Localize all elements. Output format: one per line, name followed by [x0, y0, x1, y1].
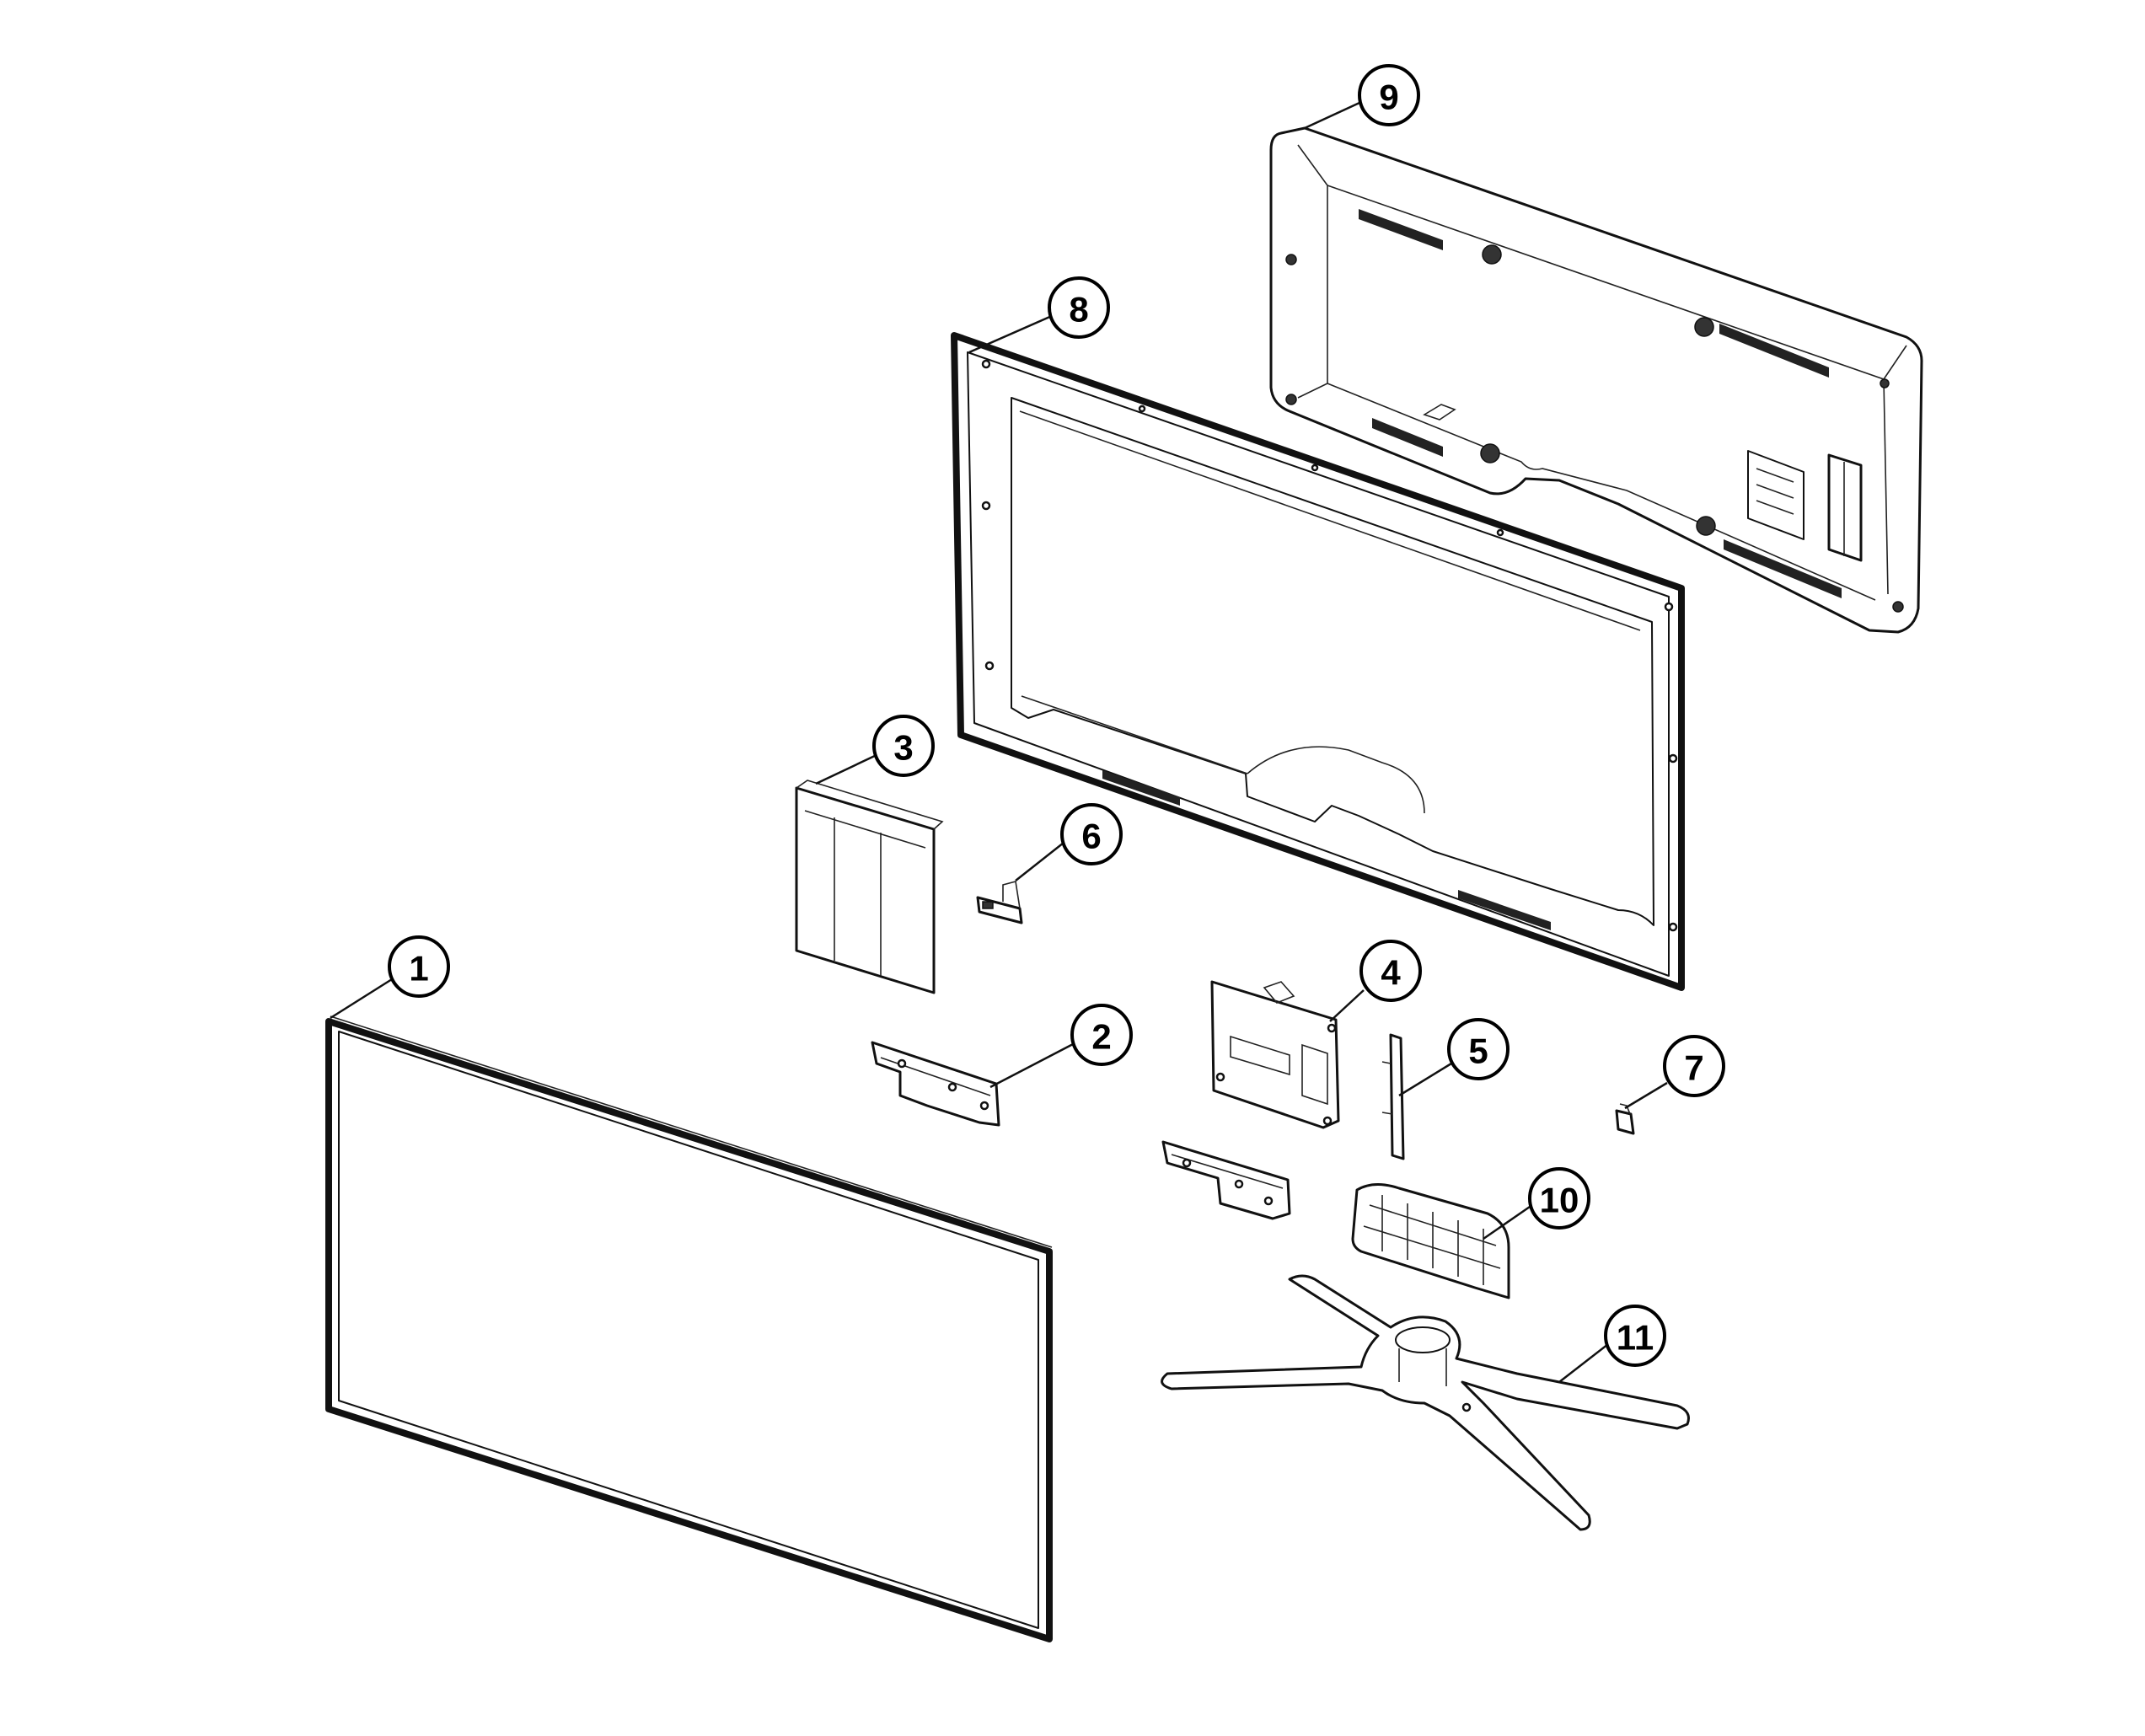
callout-label: 2	[1091, 1017, 1111, 1057]
callout-label: 3	[893, 728, 913, 768]
callout-7: 7	[1663, 1035, 1725, 1097]
callout-label: 5	[1468, 1031, 1488, 1071]
callout-label: 9	[1379, 78, 1398, 117]
callout-label: 10	[1540, 1181, 1579, 1220]
leader-lines	[330, 101, 1668, 1383]
part-board-cover[interactable]	[795, 780, 944, 994]
callout-1: 1	[388, 935, 450, 998]
callout-label: 8	[1069, 290, 1088, 330]
part-function-board[interactable]	[1381, 1033, 1405, 1160]
callout-4: 4	[1359, 940, 1422, 1002]
callout-label: 4	[1381, 953, 1401, 993]
part-rear-cover[interactable]	[1269, 126, 1923, 634]
callout-6: 6	[1060, 803, 1123, 865]
part-bracket-right[interactable]	[1161, 1140, 1291, 1220]
callout-8: 8	[1048, 276, 1110, 339]
callout-label: 1	[409, 949, 428, 989]
part-main-board[interactable]	[1210, 980, 1340, 1129]
part-bracket-left[interactable]	[871, 1041, 1000, 1127]
callout-2: 2	[1070, 1004, 1133, 1066]
callout-10: 10	[1528, 1167, 1590, 1230]
callout-5: 5	[1447, 1018, 1510, 1080]
callout-label: 11	[1617, 1318, 1654, 1358]
part-middle-frame[interactable]	[951, 332, 1685, 991]
part-stand-neck[interactable]	[1351, 1183, 1510, 1299]
part-display-panel[interactable]	[325, 1015, 1053, 1642]
callout-label: 7	[1684, 1048, 1703, 1088]
part-switch[interactable]	[1615, 1103, 1635, 1135]
callout-label: 6	[1081, 817, 1101, 856]
callout-3: 3	[872, 715, 935, 777]
callout-11: 11	[1604, 1305, 1666, 1367]
part-ir-sensor[interactable]	[976, 880, 1023, 924]
part-stand-base[interactable]	[1161, 1274, 1690, 1531]
callout-9: 9	[1358, 64, 1420, 126]
